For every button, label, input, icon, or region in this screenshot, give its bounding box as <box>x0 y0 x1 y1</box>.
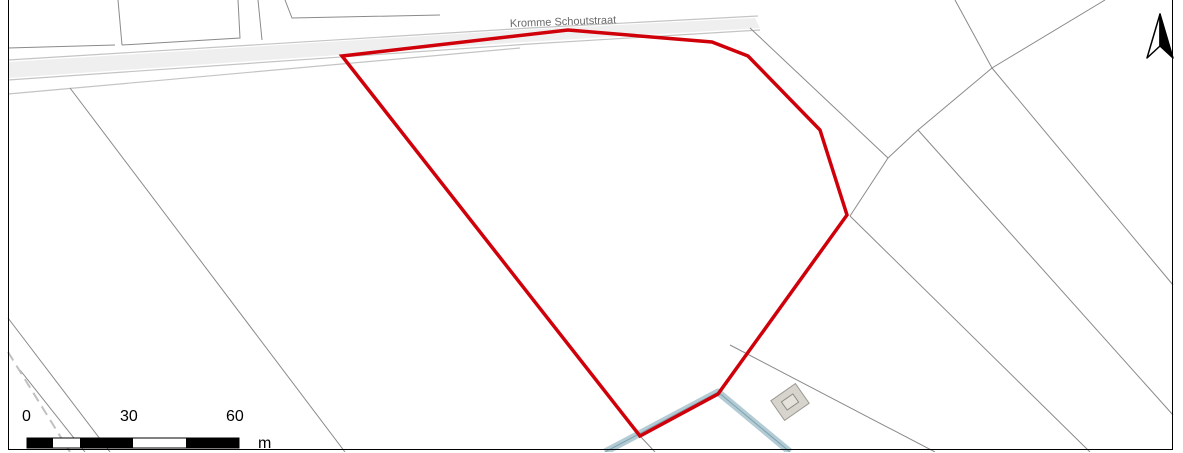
footpath-dashed <box>7 351 71 452</box>
parcel-line <box>887 0 1106 159</box>
parcel-line <box>849 157 889 217</box>
parcel-line <box>639 435 656 452</box>
road-surface <box>8 18 760 78</box>
building <box>770 382 810 422</box>
parcel-boundary[interactable] <box>338 28 849 439</box>
parcel-line <box>117 0 123 46</box>
parcel-line <box>749 27 889 159</box>
scale-label-60: 60 <box>226 408 244 425</box>
parcel-line <box>121 0 241 46</box>
scale-bar-graphic <box>26 437 240 449</box>
parcel-line <box>69 87 346 452</box>
parcel-line <box>729 344 936 452</box>
scale-unit: m <box>258 435 272 452</box>
road-edge-top <box>7 15 759 61</box>
street-label: Kromme Schoutstraat <box>510 14 617 30</box>
road-layer: Kromme Schoutstraat <box>7 14 761 95</box>
parcel-line <box>954 0 993 69</box>
parcel-line <box>849 215 1091 452</box>
scale-label-30: 30 <box>120 408 138 425</box>
parcel-line <box>991 67 1174 286</box>
waterway <box>603 388 793 452</box>
north-arrow-icon <box>1143 12 1177 60</box>
building-inner <box>780 393 800 411</box>
parcel-line <box>284 0 441 19</box>
parcel-line <box>257 0 263 41</box>
parcel-line <box>7 44 116 49</box>
parcel-line <box>7 317 111 452</box>
waterway-fill <box>603 388 793 452</box>
scale-label-0: 0 <box>22 408 31 425</box>
road-edge-bottom <box>7 29 761 81</box>
road-edge-lower <box>7 47 521 95</box>
parcel-line <box>917 129 1174 416</box>
